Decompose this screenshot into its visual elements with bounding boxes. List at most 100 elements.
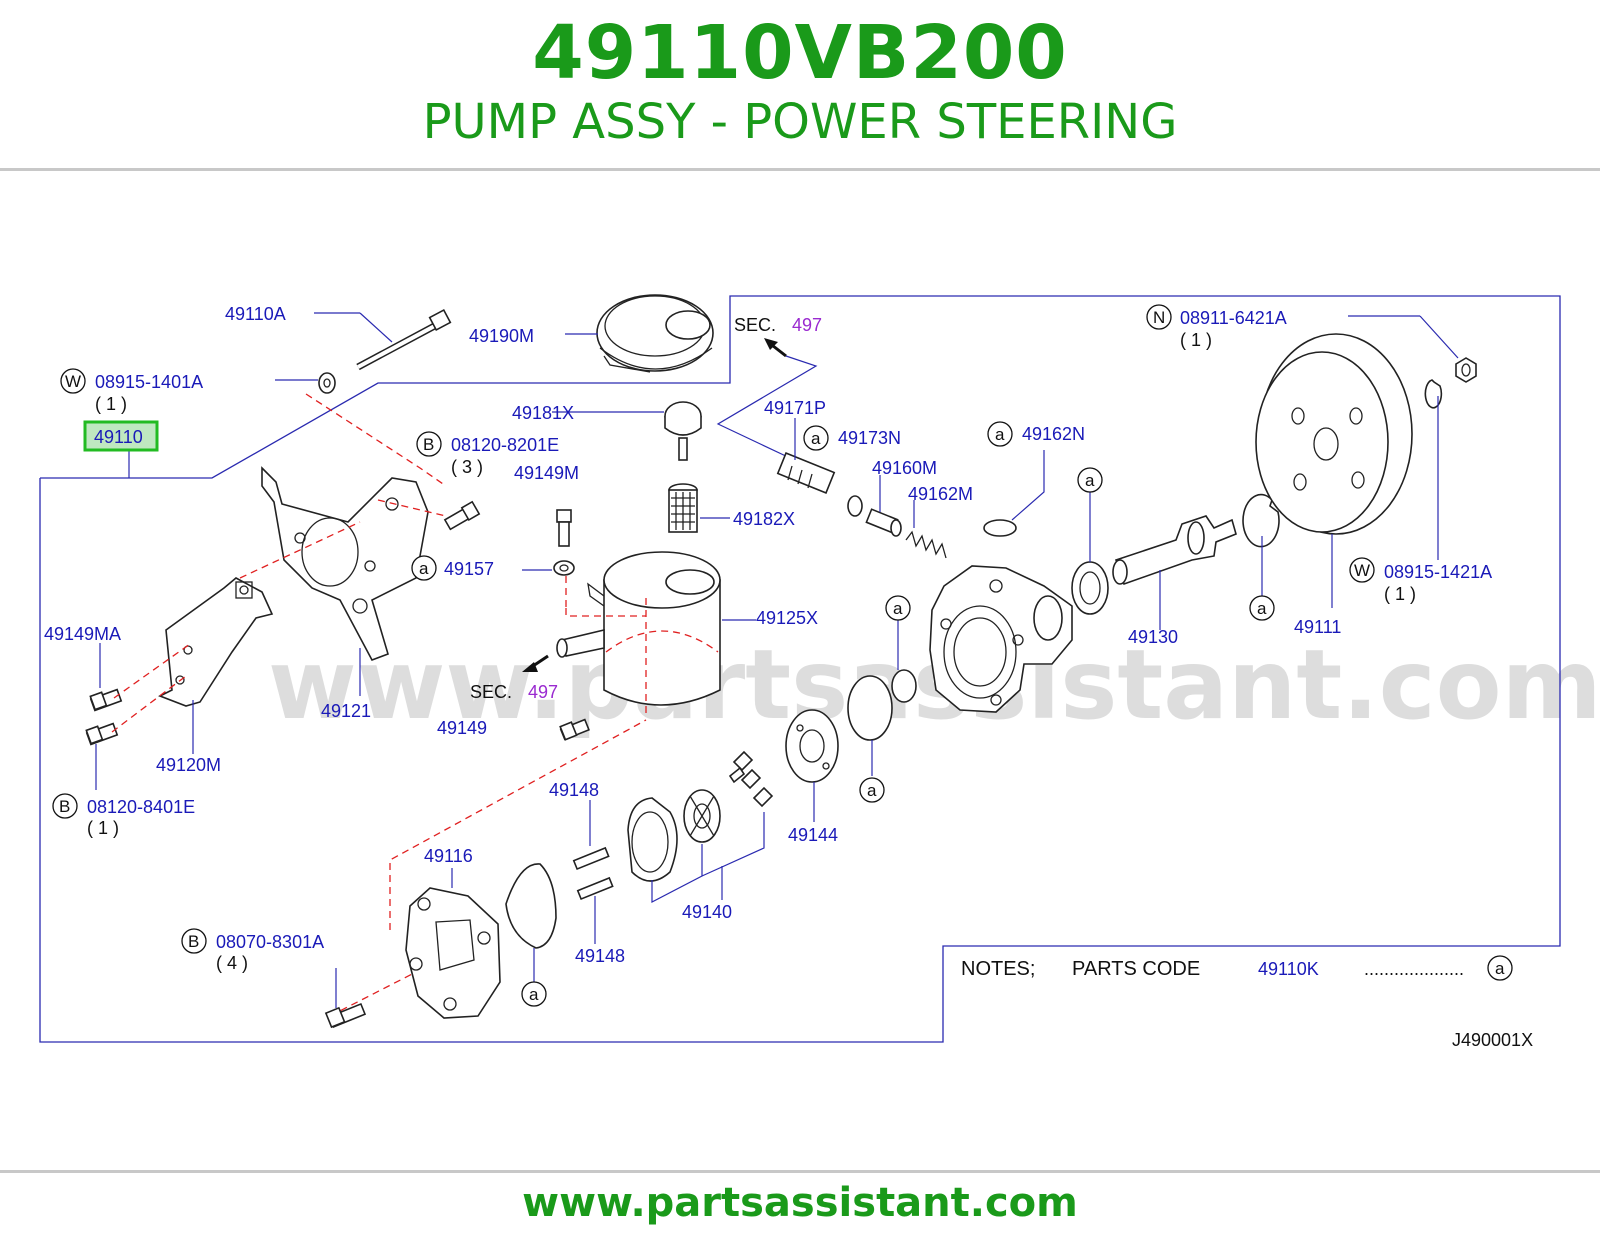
mark-N: N [1153,308,1165,327]
mark-circle-a-seal [1077,467,1103,493]
mark-circle-B-8401E [52,793,78,819]
highlighted-part-box[interactable] [83,420,159,452]
mark-circle-B-8201E [416,431,442,457]
mark-circle-a-49173N [803,425,829,451]
reservoir-cap-part [596,294,714,373]
mark-circle-W-right [1349,557,1375,583]
label-sec-mid: SEC. [470,682,512,702]
mark-circle-a-49157 [411,555,437,581]
mark-W-right: W [1354,561,1370,580]
label-49162N[interactable]: 49162N [1022,424,1085,444]
label-49171P[interactable]: 49171P [764,398,826,418]
vane-set-part [728,750,774,808]
footer-divider [0,1170,1600,1173]
footer-site-url[interactable]: www.partsassistant.com [522,1180,1078,1226]
dowel-pin-bot-part [576,876,614,901]
label-49125X[interactable]: 49125X [756,608,818,628]
oring-a-part [891,669,917,703]
mark-a-cover: a [529,985,539,1004]
label-49121[interactable]: 49121 [321,701,371,721]
page-header: 49110VB200 PUMP ASSY - POWER STEERING [0,0,1600,170]
label-08070-8301A[interactable]: 08070-8301A [216,932,324,952]
label-sec-top: SEC. [734,315,776,335]
rotor-part [683,789,721,843]
mark-circle-a-oring [885,595,911,621]
notes-parts-code[interactable]: 49110K [1258,959,1319,979]
lock-washer-part [1424,379,1443,409]
part-number-title: 49110VB200 [532,10,1068,96]
mark-B-8301A: B [188,932,199,951]
label-08911-qty: ( 1 ) [1180,330,1212,350]
connector-part [776,452,836,494]
label-49160M[interactable]: 49160M [872,458,937,478]
label-49116[interactable]: 49116 [424,846,473,866]
bolt-08120-8201E-part [443,500,481,531]
mark-W-left: W [65,372,81,391]
label-08915-1401A[interactable]: 08915-1401A [95,372,203,392]
label-49182X[interactable]: 49182X [733,509,795,529]
label-49144[interactable]: 49144 [788,825,838,845]
label-sec-top-497[interactable]: 497 [792,315,822,335]
gasket-part [505,863,557,949]
washer-part [318,372,336,394]
label-49173N[interactable]: 49173N [838,428,901,448]
label-49130[interactable]: 49130 [1128,627,1178,647]
label-49148-bot[interactable]: 49148 [575,946,625,966]
bolt-08070-8301A-part [324,1002,367,1029]
label-08120-8401E[interactable]: 08120-8401E [87,797,195,817]
mark-circle-a-gasket [859,777,885,803]
drawing-id: J490001X [1452,1030,1533,1050]
mark-B-8401E: B [59,797,70,816]
label-08120-8201E[interactable]: 08120-8201E [451,435,559,455]
notes-label: NOTES; [961,958,1035,980]
side-plate-part [785,709,839,783]
oring-49173N-part [847,495,863,517]
label-sec-mid-497[interactable]: 497 [528,682,558,702]
label-08070-8301A-qty: ( 4 ) [216,953,248,973]
label-08915-1421A[interactable]: 08915-1421A [1384,562,1492,582]
label-49149M[interactable]: 49149M [514,463,579,483]
mark-circle-a-49162N [987,421,1013,447]
oil-seal-part [1071,561,1109,615]
label-49149[interactable]: 49149 [437,718,487,738]
pump-body-part [929,565,1073,713]
filler-cap-part [664,401,702,461]
mark-circle-B-8301A [181,928,207,954]
label-49111[interactable]: 49111 [1294,617,1341,637]
rear-cover-part [405,887,501,1019]
label-08915-1421A-qty: ( 1 ) [1384,584,1416,604]
label-49149MA[interactable]: 49149MA [44,624,121,644]
label-49157[interactable]: 49157 [444,559,494,579]
label-49162M[interactable]: 49162M [908,484,973,504]
header-divider [0,168,1600,171]
pump-shaft-part [1112,515,1237,586]
mark-a-49162N: a [995,425,1005,444]
label-49148-top[interactable]: 49148 [549,780,599,800]
washer-49157-part [553,560,575,576]
snap-ring-part [1242,493,1280,548]
label-49110A[interactable]: 49110A [225,304,286,324]
bolt-49149M-part [556,509,572,547]
spring-part [905,530,947,559]
mark-circle-a-notes [1487,955,1513,981]
label-08120-8201E-qty: ( 3 ) [451,457,483,477]
notes-dots: .................... [1364,959,1464,979]
label-49120M[interactable]: 49120M [156,755,221,775]
label-49110[interactable]: 49110 [94,427,143,447]
mark-circle-a-snapring [1249,595,1275,621]
assembly-frame-left [39,295,1561,1043]
oring-49162N-part [983,519,1017,537]
label-49181X[interactable]: 49181X [512,403,574,423]
mark-a-oring: a [893,599,903,618]
label-08911-6421A[interactable]: 08911-6421A [1180,308,1287,328]
parts-code-label: PARTS CODE [1072,958,1200,980]
label-49190M[interactable]: 49190M [469,326,534,346]
gasket-ring-part [847,675,893,741]
part-name-subtitle: PUMP ASSY - POWER STEERING [422,94,1178,150]
fluid-reservoir-part [556,551,721,716]
cam-ring-part [627,797,678,882]
label-08120-8401E-qty: ( 1 ) [87,818,119,838]
bracket-arm-part [158,577,274,707]
label-49140[interactable]: 49140 [682,902,732,922]
